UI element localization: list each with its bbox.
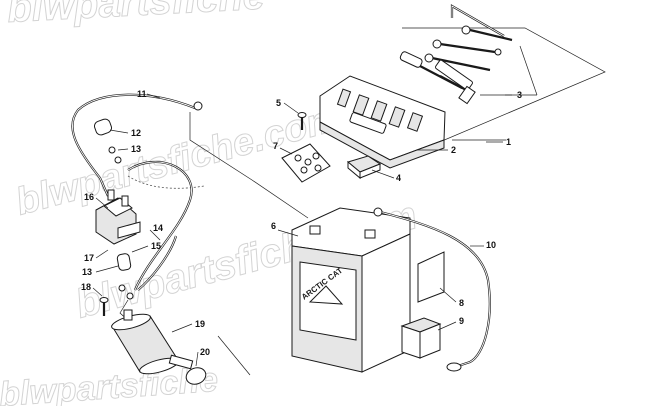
- watermark-top: blwpartsfiche: [6, 0, 266, 31]
- callout-14: 14: [153, 223, 163, 233]
- solenoid-boot: [116, 253, 132, 271]
- allen-wrench-tool: [450, 4, 505, 37]
- starter-o-ring: [185, 367, 207, 385]
- callout-8: 8: [459, 298, 464, 308]
- starter-bolt: [99, 297, 109, 316]
- terminal-nut-lower: [118, 284, 134, 300]
- foam-pad: [400, 317, 442, 359]
- callout-leaders: [92, 93, 512, 367]
- terminal-boot: [93, 118, 113, 136]
- callout-13-lower: 13: [82, 267, 92, 277]
- callout-11: 11: [137, 89, 147, 99]
- battery-label: [299, 261, 357, 341]
- callout-5: 5: [276, 98, 281, 108]
- terminal-nut-upper: [108, 146, 122, 164]
- callout-15: 15: [151, 241, 161, 251]
- callout-18: 18: [81, 282, 91, 292]
- starter-solenoid: [95, 189, 141, 245]
- callout-9: 9: [459, 316, 464, 326]
- ground-cable: [71, 93, 203, 197]
- starter-motor: [111, 309, 194, 375]
- hardware-bag: [281, 143, 331, 183]
- callout-7: 7: [273, 141, 278, 151]
- callout-10: 10: [486, 240, 496, 250]
- callout-12: 12: [131, 128, 141, 138]
- callout-3: 3: [517, 90, 522, 100]
- callout-19: 19: [195, 319, 205, 329]
- battery-decal: [417, 251, 445, 303]
- callout-16: 16: [84, 192, 94, 202]
- callout-2: 2: [451, 145, 456, 155]
- spark-plug-socket-tool: [435, 59, 476, 105]
- tool-kit: [399, 4, 513, 105]
- callout-4: 4: [396, 173, 401, 183]
- battery: ARCTIC CAT: [291, 207, 411, 373]
- foam-block: [346, 155, 382, 180]
- callout-17: 17: [84, 253, 94, 263]
- callout-13-upper: 13: [131, 144, 141, 154]
- screwdriver-tool: [399, 51, 471, 93]
- callout-1: 1: [506, 137, 511, 147]
- tray-screw: [297, 112, 307, 130]
- callouts: 1 2 3 4 5 6 7 8 9 10 11 12 13 13 14 15 1…: [81, 89, 522, 357]
- positive-battery-cable: [373, 207, 491, 372]
- tool-tray: [319, 75, 446, 169]
- callout-6: 6: [271, 221, 276, 231]
- starter-cable: [127, 160, 193, 291]
- callout-20: 20: [200, 347, 210, 357]
